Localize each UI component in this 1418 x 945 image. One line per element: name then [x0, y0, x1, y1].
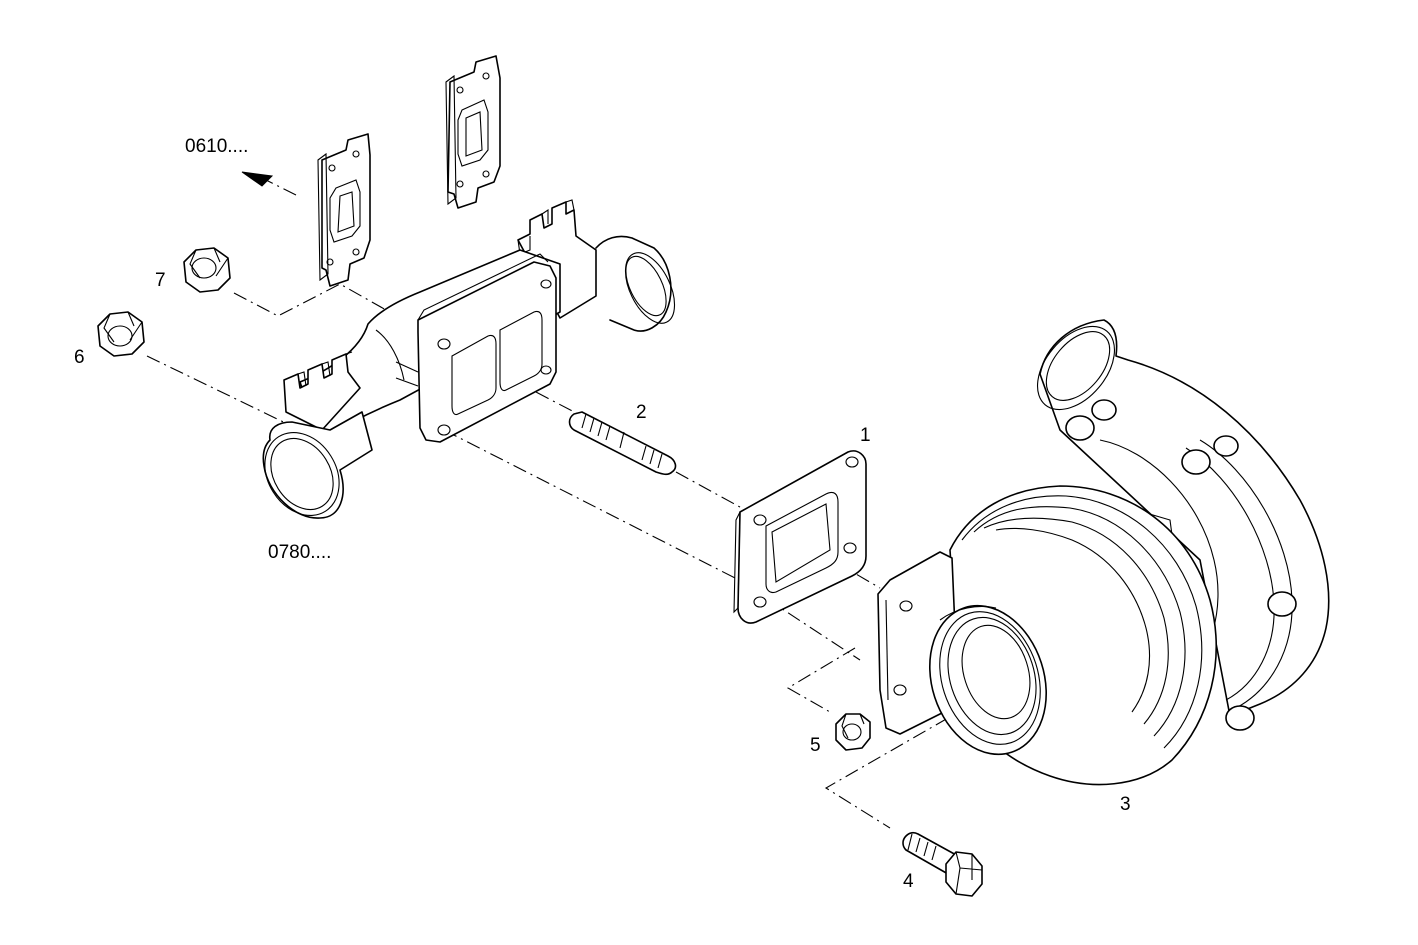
turbocharger-3	[877, 319, 1330, 786]
stud-bolt-2	[568, 411, 677, 476]
callout-1: 1	[860, 425, 871, 446]
callout-3: 3	[1120, 794, 1131, 815]
callout-6: 6	[74, 347, 85, 368]
callout-4: 4	[903, 871, 914, 892]
manifold-gasket-right	[445, 55, 501, 209]
exhaust-manifold	[262, 199, 676, 519]
callout-2: 2	[636, 402, 647, 423]
callout-labels: 1 2 3 4 5 6 7 0610.... 0780....	[74, 136, 1131, 892]
hex-nut-5	[835, 713, 871, 751]
hex-bolt-4	[902, 831, 983, 897]
reference-lower: 0780....	[268, 542, 331, 563]
reference-upper: 0610....	[185, 136, 248, 157]
hex-nut-6	[97, 311, 145, 357]
callout-7: 7	[155, 270, 166, 291]
callout-5: 5	[810, 735, 821, 756]
reference-arrow-icon	[241, 171, 274, 187]
hex-nut-7	[183, 247, 231, 293]
manifold-gasket-left	[317, 133, 371, 287]
turbo-gasket-1	[733, 450, 867, 624]
housing-bolt-boss	[1065, 399, 1297, 731]
